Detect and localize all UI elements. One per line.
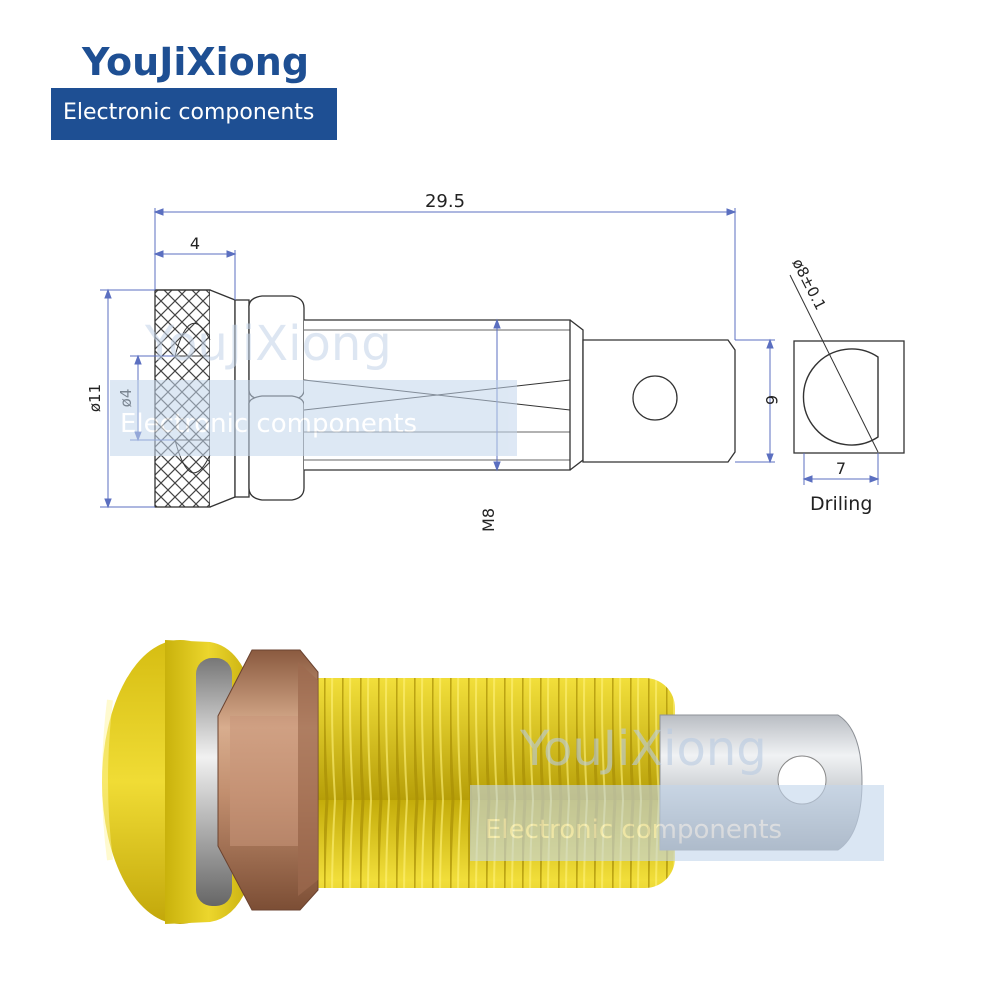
brand-banner — [51, 88, 337, 140]
svg-text:Electronic components: Electronic components — [485, 815, 782, 845]
watermark-top: YouJiXiong Electronic components — [110, 316, 517, 456]
watermark-bottom: YouJiXiong Electronic components — [470, 721, 884, 861]
dim-head-length: 4 — [190, 234, 200, 253]
product-photo — [102, 640, 863, 924]
svg-text:YouJiXiong: YouJiXiong — [144, 316, 392, 372]
dim-flat-width: 7 — [836, 459, 846, 478]
brand-tagline: Electronic components — [63, 100, 315, 125]
dim-head-diameter: ø11 — [86, 384, 104, 412]
drilling-label: Driling — [810, 493, 872, 515]
svg-text:Electronic components: Electronic components — [120, 409, 417, 439]
svg-text:YouJiXiong: YouJiXiong — [519, 721, 767, 777]
dim-tab-width: 6 — [762, 395, 781, 405]
dim-overall-length: 29.5 — [425, 191, 465, 212]
dim-thread: M8 — [479, 508, 498, 532]
brand-title: YouJiXiong — [82, 40, 310, 84]
